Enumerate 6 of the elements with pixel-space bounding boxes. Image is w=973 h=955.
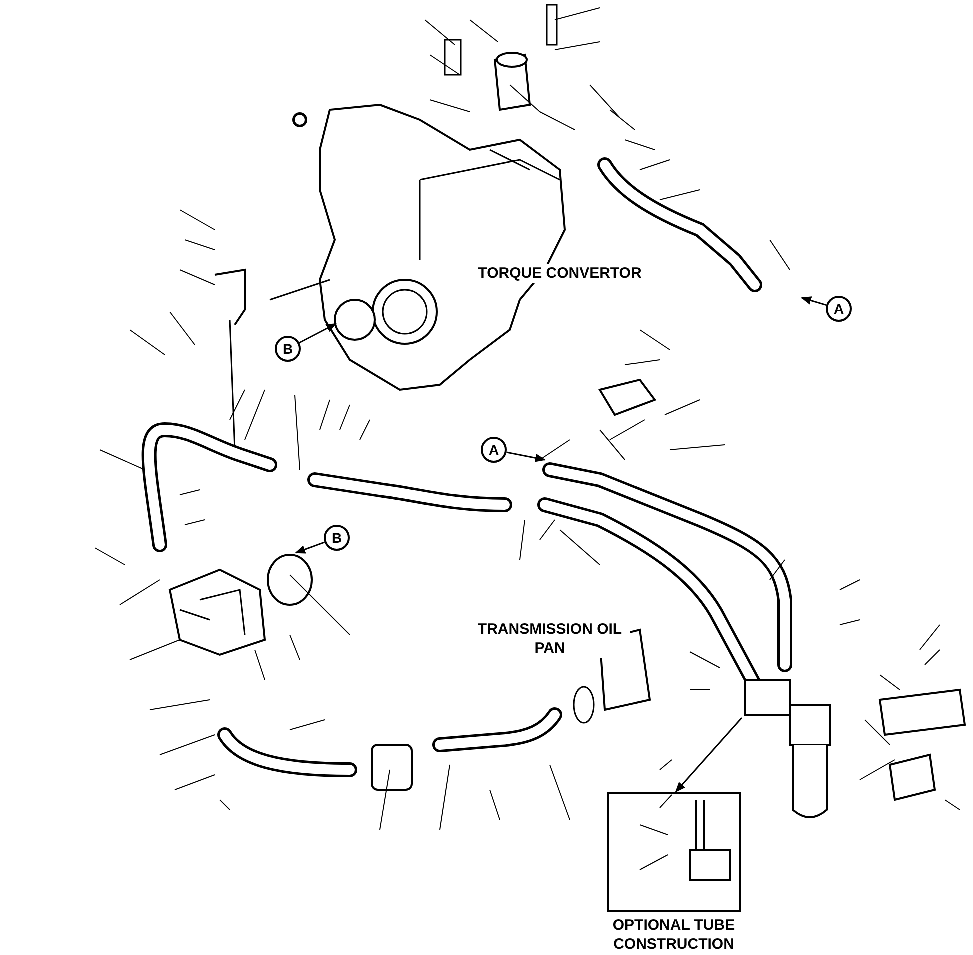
arrow (299, 323, 337, 344)
arrow (506, 452, 546, 462)
arrow (801, 296, 827, 306)
inset-caption: OPTIONAL TUBE CONSTRUCTION (612, 916, 736, 954)
arrow (675, 718, 743, 793)
arrow (295, 542, 326, 554)
